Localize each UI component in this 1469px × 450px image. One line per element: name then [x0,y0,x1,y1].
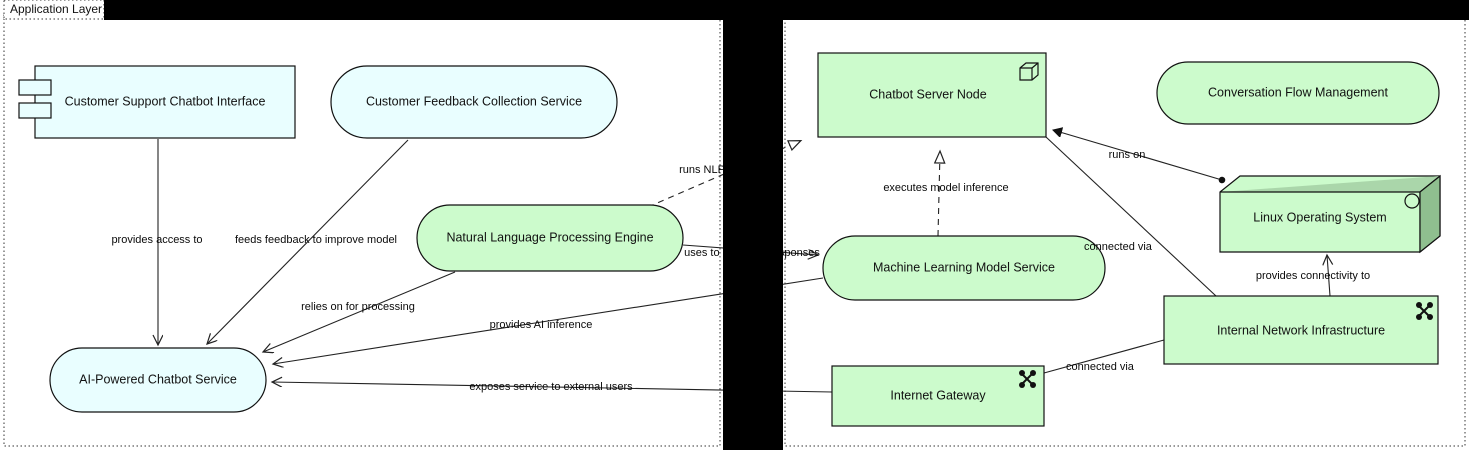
relationship-label-exposes-service: exposes service to external users [469,381,633,393]
node-natural-language-processing-engine[interactable]: Natural Language Processing Engine [416,204,684,272]
node-label: Customer Support Chatbot Interface [65,94,266,108]
occluders-group [104,0,1469,450]
node-label: Internet Gateway [890,388,986,402]
node-customer-support-chatbot-interface[interactable]: Customer Support Chatbot Interface [18,65,296,139]
relationship-label-provides-ai-inference: provides AI inference [490,319,593,331]
communication-network-icon [1019,370,1036,388]
relationship-labels-group: provides access to feeds feedback to imp… [111,149,1370,393]
node-internal-network-infrastructure[interactable]: Internal Network Infrastructure [1163,295,1439,365]
connection-runs-on [1053,130,1222,180]
node-linux-operating-system[interactable]: Linux Operating System [1219,174,1441,254]
node-ai-powered-chatbot-service[interactable]: AI-Powered Chatbot Service [49,347,267,413]
node-machine-learning-model-service[interactable]: Machine Learning Model Service [822,235,1106,301]
node-label: Machine Learning Model Service [873,260,1055,274]
node-label: Chatbot Server Node [869,87,986,101]
device-icon [1404,193,1420,209]
black-band-vertical [723,0,783,450]
relationship-label-provides-connectivity-to: provides connectivity to [1256,270,1370,282]
connection-relies-on-for-processing [263,271,456,352]
relationship-label-runs-on: runs on [1109,149,1146,161]
relationship-label-runs-nlp: runs NLP [679,164,725,176]
communication-network-icon [1416,302,1433,320]
connection-executes-model-inference [933,149,946,237]
application-layer-label: Application Layer [10,2,102,16]
relationship-label-executes-model-inference: executes model inference [883,182,1008,194]
application-layer-container: Application Layer [3,0,721,447]
relationship-label-relies-on-for-processing: relies on for processing [301,301,415,313]
node-internet-gateway[interactable]: Internet Gateway [831,365,1045,427]
node-conversation-flow-management[interactable]: Conversation Flow Management [1156,61,1440,125]
connection-feeds-feedback [207,139,409,344]
node-label: Natural Language Processing Engine [446,230,653,244]
black-band-top [104,0,1469,20]
node-label: Conversation Flow Management [1208,85,1388,99]
node-label: AI-Powered Chatbot Service [79,372,237,386]
connection-connected-via-network [1045,136,1217,297]
node-label: Internal Network Infrastructure [1217,323,1385,337]
connection-connected-via-gateway [1043,339,1165,374]
relationship-label-connected-via-network: connected via [1084,241,1153,253]
node-cube-icon [1019,62,1039,81]
node-label: Linux Operating System [1253,210,1386,224]
relationship-label-feeds-feedback: feeds feedback to improve model [235,234,397,246]
node-label: Customer Feedback Collection Service [366,94,582,108]
relationship-label-connected-via-gateway: connected via [1066,361,1135,373]
node-customer-feedback-collection-service[interactable]: Customer Feedback Collection Service [330,65,618,139]
node-chatbot-server-node[interactable]: Chatbot Server Node [817,52,1047,138]
component-icon [18,79,52,119]
relationship-label-provides-access-to: provides access to [111,234,202,246]
connection-provides-connectivity-to [1327,255,1330,297]
